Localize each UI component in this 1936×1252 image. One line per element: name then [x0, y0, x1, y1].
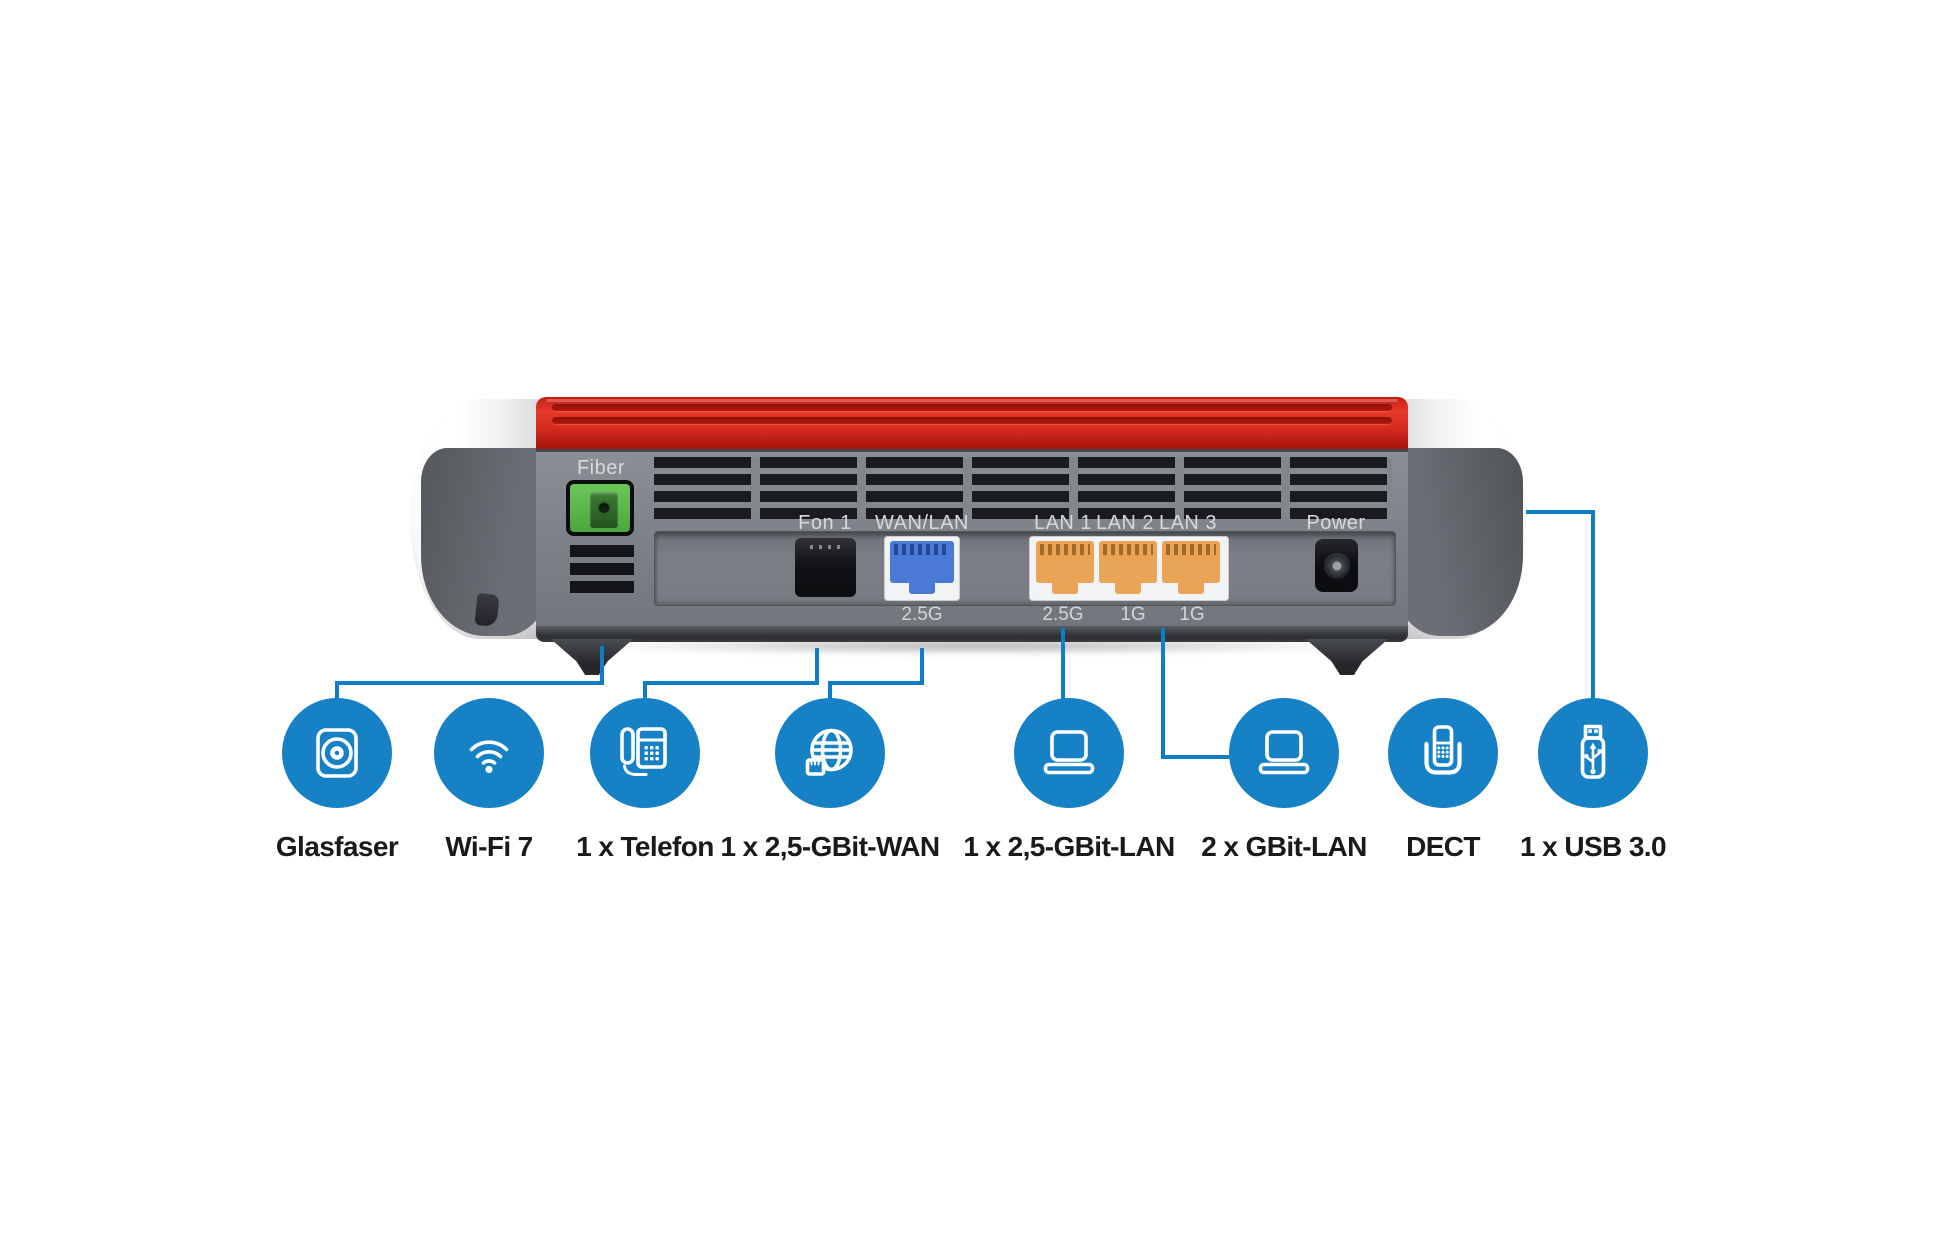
feature-label: Wi-Fi 7 [445, 831, 533, 862]
port-tab [1178, 582, 1204, 594]
speed-label-lan1: 2.5G [1042, 604, 1084, 625]
feature-label: 1 x Telefon [576, 831, 714, 862]
top-ridge [552, 404, 1392, 411]
fiber-connector [590, 492, 618, 528]
speed-label-lan2: 1G [1120, 604, 1146, 625]
small-vents [570, 545, 634, 595]
laptop-icon [1014, 698, 1124, 808]
line-side-to-usb [1526, 510, 1595, 700]
router-bottom-edge [536, 626, 1408, 642]
port-pins [1103, 544, 1153, 555]
power-jack-pin [1332, 561, 1341, 570]
router-right-side [1396, 448, 1523, 636]
port-label-power: Power [1306, 512, 1366, 534]
port-label-wan-lan: WAN/LAN [875, 512, 969, 534]
power-port [1315, 539, 1358, 592]
port-label-lan1: LAN 1 [1033, 512, 1093, 534]
wan-port-plate [884, 536, 960, 601]
fiber-ferrule [599, 503, 609, 513]
router-red-top [536, 397, 1408, 451]
usb-stick-icon [1538, 698, 1648, 808]
lan2-port [1099, 541, 1157, 594]
top-ridge [552, 417, 1392, 424]
laptop-icon [1229, 698, 1339, 808]
port-label-fon1: Fon 1 [798, 512, 852, 534]
fiber-socket-icon [282, 698, 392, 808]
line-wan-to-globe [828, 648, 924, 700]
speed-label-lan3: 1G [1179, 604, 1205, 625]
port-tab [1052, 582, 1078, 594]
fon1-port [795, 538, 856, 597]
feature-label: Glasfaser [275, 831, 399, 862]
line-lan23-to-laptop [1161, 628, 1231, 759]
lan1-port [1036, 541, 1094, 594]
port-pins [1166, 544, 1216, 555]
lan3-port [1162, 541, 1220, 594]
feature-label: 1 x USB 3.0 [1520, 831, 1667, 862]
feature-label: 2 x GBit-LAN [1201, 831, 1367, 862]
line-fiber-to-glasfaser [335, 646, 604, 700]
line-fon-to-telefon [643, 648, 819, 700]
feature-label: DECT [1406, 831, 1480, 862]
port-pins [1040, 544, 1090, 555]
vent-grid [654, 457, 1392, 519]
fon-port-pins [810, 545, 843, 549]
port-label-lan3: LAN 3 [1158, 512, 1218, 534]
feature-label: 1 x 2,5-GBit-LAN [963, 831, 1175, 862]
phone-icon [590, 698, 700, 808]
port-label-fiber: Fiber [576, 457, 626, 479]
dect-handset-icon [1388, 698, 1498, 808]
power-jack-ring [1323, 552, 1350, 579]
fiber-port [566, 480, 634, 536]
wan-lan-port [890, 541, 954, 594]
port-pins [894, 544, 950, 555]
speed-label-wan: 2.5G [901, 604, 943, 625]
port-tab [909, 582, 935, 594]
globe-wan-icon [775, 698, 885, 808]
wifi-icon [434, 698, 544, 808]
port-label-lan2: LAN 2 [1095, 512, 1155, 534]
port-recess [654, 531, 1396, 606]
feature-label: 1 x 2,5-GBit-WAN [720, 831, 940, 862]
lan-port-plate [1029, 536, 1229, 601]
fiber-port-face [570, 484, 630, 532]
port-tab [1115, 582, 1141, 594]
